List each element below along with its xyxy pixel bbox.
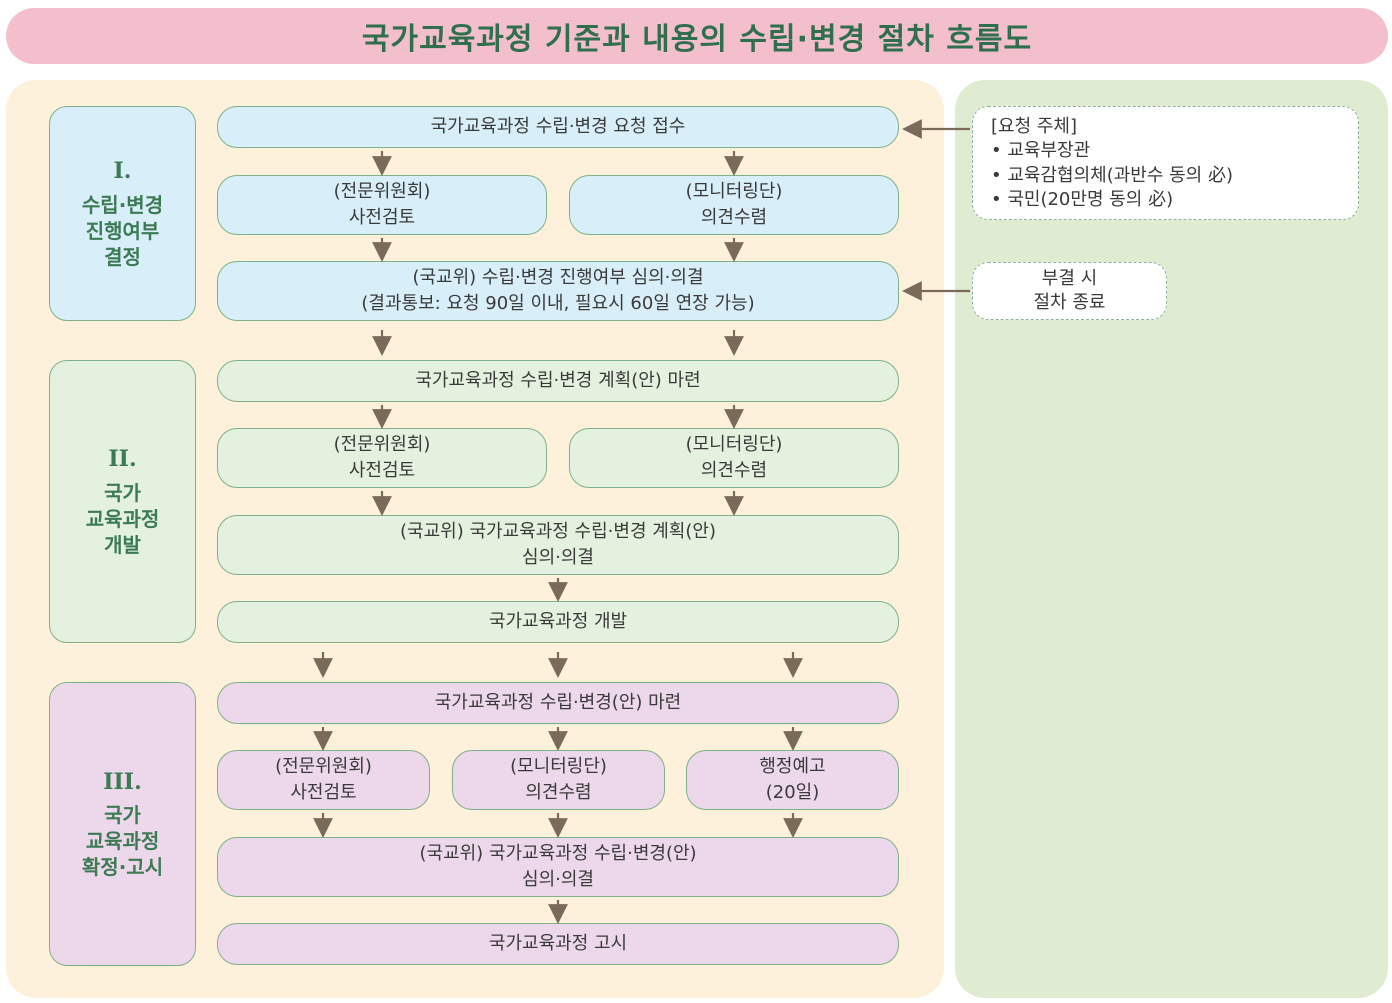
- s1-expert-review-line1: (전문위원회): [333, 180, 431, 202]
- s1-monitor-opinion-box: (모니터링단) 의견수렴: [569, 175, 899, 235]
- s3-expert-review-line1: (전문위원회): [275, 755, 372, 777]
- s3-expert-review-box: (전문위원회) 사전검토: [217, 750, 430, 810]
- stage-2-label: II. 국가 교육과정 개발: [49, 360, 196, 643]
- request-subject-item: • 국민(20만명 동의 必): [991, 188, 1174, 210]
- stage-2-number: II.: [108, 446, 137, 473]
- stage-2-title: 국가 교육과정 개발: [85, 480, 160, 557]
- s2-plan-text: 국가교육과정 수립·변경 계획(안) 마련: [415, 369, 701, 391]
- s2-expert-review-line2: 사전검토: [348, 460, 416, 481]
- s2-council-decision-box: (국교위) 국가교육과정 수립·변경 계획(안) 심의·의결: [217, 515, 899, 575]
- s2-council-decision-line2: 심의·의결: [522, 547, 594, 568]
- s1-council-decision-line1: (국교위) 수립·변경 진행여부 심의·의결: [412, 266, 704, 288]
- s3-draft-text: 국가교육과정 수립·변경(안) 마련: [434, 691, 682, 713]
- stage-1-label: I. 수립·변경 진행여부 결정: [49, 106, 196, 321]
- s3-expert-review-line2: 사전검토: [290, 782, 357, 803]
- request-subjects-title: [요청 주체]: [991, 116, 1078, 137]
- s2-develop-text: 국가교육과정 개발: [488, 610, 628, 632]
- s2-monitor-opinion-box: (모니터링단) 의견수렴: [569, 428, 899, 488]
- s3-admin-notice-box: 행정예고 (20일): [686, 750, 899, 810]
- rejection-end-line1: 부결 시: [1041, 267, 1098, 289]
- s1-council-decision-line2: (결과통보: 요청 90일 이내, 필요시 60일 연장 가능): [361, 293, 755, 314]
- s1-request-receive-text: 국가교육과정 수립·변경 요청 접수: [430, 115, 686, 137]
- s3-council-decision-line1: (국교위) 국가교육과정 수립·변경(안): [419, 842, 697, 864]
- request-subjects-note: [요청 주체] • 교육부장관 • 교육감협의체(과반수 동의 必) • 국민(…: [972, 106, 1359, 220]
- rejection-end-note: 부결 시 절차 종료: [972, 262, 1167, 320]
- s3-admin-notice-line1: 행정예고: [759, 755, 826, 777]
- s2-monitor-opinion-line1: (모니터링단): [685, 433, 783, 455]
- s3-monitor-opinion-line2: 의견수렴: [525, 782, 592, 803]
- s3-announce-box: 국가교육과정 고시: [217, 923, 899, 965]
- request-subject-item: • 교육부장관: [991, 140, 1091, 162]
- s2-monitor-opinion-line2: 의견수렴: [700, 460, 768, 481]
- s3-council-decision-box: (국교위) 국가교육과정 수립·변경(안) 심의·의결: [217, 837, 899, 897]
- s2-plan-box: 국가교육과정 수립·변경 계획(안) 마련: [217, 360, 899, 402]
- stage-1-title: 수립·변경 진행여부 결정: [81, 192, 164, 269]
- side-panel: [955, 80, 1388, 998]
- s3-monitor-opinion-box: (모니터링단) 의견수렴: [452, 750, 665, 810]
- s2-council-decision-line1: (국교위) 국가교육과정 수립·변경 계획(안): [400, 520, 716, 542]
- s1-request-receive-box: 국가교육과정 수립·변경 요청 접수: [217, 106, 899, 148]
- s3-announce-text: 국가교육과정 고시: [488, 932, 628, 954]
- request-subject-item: • 교육감협의체(과반수 동의 必): [991, 164, 1233, 186]
- stage-1-number: I.: [113, 158, 132, 185]
- s1-expert-review-box: (전문위원회) 사전검토: [217, 175, 547, 235]
- s3-admin-notice-line2: (20일): [765, 782, 820, 803]
- s2-expert-review-box: (전문위원회) 사전검토: [217, 428, 547, 488]
- stage-3-label: III. 국가 교육과정 확정·고시: [49, 682, 196, 966]
- s3-draft-box: 국가교육과정 수립·변경(안) 마련: [217, 682, 899, 724]
- s2-expert-review-line1: (전문위원회): [333, 433, 431, 455]
- stage-3-title: 국가 교육과정 확정·고시: [81, 803, 164, 880]
- stage-3-number: III.: [103, 768, 142, 795]
- page-title: 국가교육과정 기준과 내용의 수립·변경 절차 흐름도: [6, 8, 1388, 64]
- s1-monitor-opinion-line1: (모니터링단): [685, 180, 783, 202]
- s1-council-decision-box: (국교위) 수립·변경 진행여부 심의·의결 (결과통보: 요청 90일 이내,…: [217, 261, 899, 321]
- s2-develop-box: 국가교육과정 개발: [217, 601, 899, 643]
- s3-council-decision-line2: 심의·의결: [522, 869, 594, 890]
- s1-monitor-opinion-line2: 의견수렴: [700, 207, 768, 228]
- s3-monitor-opinion-line1: (모니터링단): [510, 755, 607, 777]
- rejection-end-line2: 절차 종료: [1033, 292, 1106, 313]
- s1-expert-review-line2: 사전검토: [348, 207, 416, 228]
